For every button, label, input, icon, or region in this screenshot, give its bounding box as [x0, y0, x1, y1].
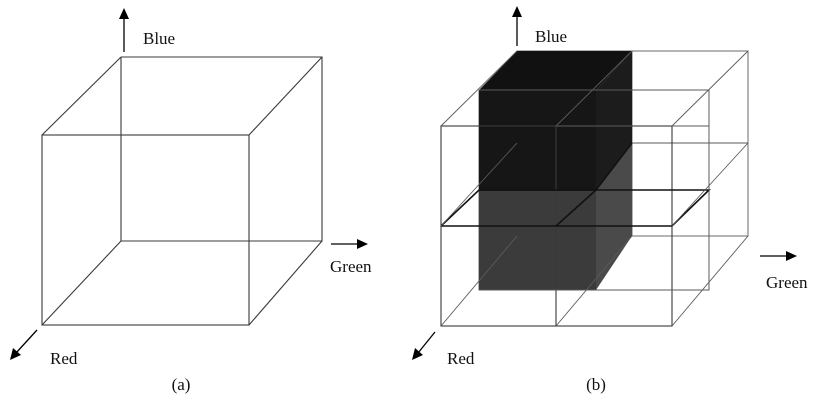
blue-axis-label-b: Blue — [535, 27, 567, 46]
caption-b: (b) — [586, 375, 606, 394]
green-axis-label-b: Green — [766, 273, 808, 292]
figure-b: Blue Green Red (b) — [412, 6, 808, 394]
red-axis-b — [412, 331, 436, 360]
subcube-lower-front — [479, 190, 596, 290]
cube-a-depth-edges — [41, 56, 323, 326]
blue-axis-label-a: Blue — [143, 29, 175, 48]
subcube-top — [479, 51, 632, 90]
caption-a: (a) — [172, 375, 191, 394]
subcube-upper-front — [479, 90, 596, 190]
cube-a-back-face — [120, 56, 323, 242]
red-axis-label-a: Red — [50, 349, 78, 368]
highlighted-subcube — [479, 51, 633, 290]
blue-axis-b — [512, 6, 522, 46]
red-axis-label-b: Red — [447, 349, 475, 368]
cube-a-front-face — [41, 134, 250, 326]
blue-axis-a — [119, 8, 129, 52]
red-axis-a — [10, 329, 38, 360]
green-axis-label-a: Green — [330, 257, 372, 276]
subcube-lower-side — [596, 143, 632, 290]
subcube-upper-side — [596, 51, 632, 190]
green-axis-b — [760, 251, 797, 261]
cube-b-depth-edges — [440, 50, 749, 327]
figure-a: Blue Green Red (a) — [10, 8, 372, 394]
green-axis-a — [331, 239, 368, 249]
